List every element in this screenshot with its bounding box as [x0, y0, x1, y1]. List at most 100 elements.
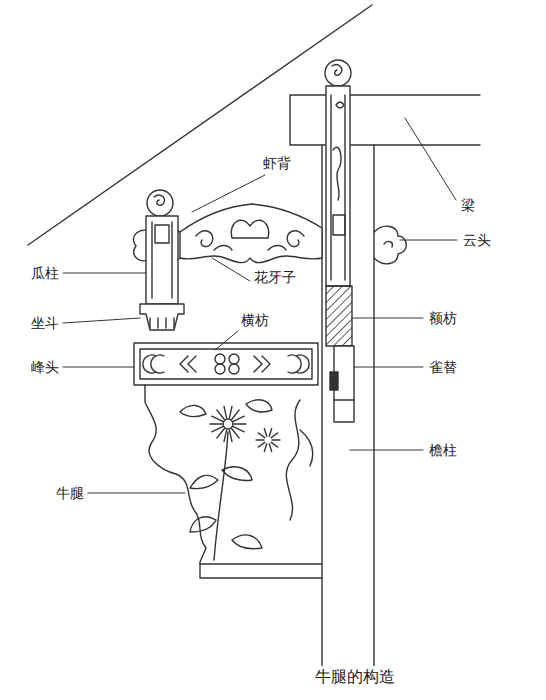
part-label: 峰头 [30, 357, 60, 377]
ox-leg [145, 385, 322, 578]
part-label: 瓜柱 [30, 263, 60, 283]
lintel [326, 286, 352, 346]
flower-tooth [214, 246, 286, 251]
leader-line [63, 367, 134, 368]
melon-post [146, 216, 178, 304]
flower-carving [210, 406, 280, 451]
flower-petal [258, 442, 264, 447]
cross-tie [143, 355, 164, 373]
leader-line [212, 258, 250, 281]
leader-line [354, 367, 423, 368]
flower-petal [271, 442, 277, 447]
flower-center [223, 419, 233, 429]
flower-tooth [180, 204, 322, 263]
flower-petal [233, 416, 244, 421]
ox-leg [180, 400, 272, 417]
figure-caption: 牛腿的构造 [315, 666, 395, 688]
flower-petal [229, 406, 232, 418]
flower-petal [232, 429, 239, 438]
part-label: 花牙子 [253, 267, 297, 287]
flower-petal [217, 410, 224, 419]
melon-post [152, 222, 172, 298]
cloud-head [384, 241, 392, 247]
sparrow-brace [334, 399, 354, 400]
cloud-head [374, 226, 406, 264]
flower-petal [258, 433, 264, 438]
sitting-block [140, 304, 184, 330]
right-post [331, 95, 345, 280]
cross-tie [288, 355, 309, 373]
melon-post [154, 195, 165, 205]
beam [290, 95, 480, 145]
right-post [325, 60, 351, 86]
cross-tie [134, 343, 318, 385]
leader-line [350, 450, 423, 451]
cross-tie [140, 349, 312, 379]
sparrow-brace [330, 346, 354, 422]
beam [290, 95, 480, 145]
eave-column [373, 145, 374, 672]
flower-petal [269, 429, 271, 437]
flower-petal [272, 439, 280, 440]
leader-line [63, 318, 140, 323]
flower-petal [256, 439, 264, 440]
lintel [326, 286, 352, 346]
ox-leg [190, 432, 252, 560]
ox-leg [145, 385, 322, 578]
part-label: 虾背 [262, 153, 292, 173]
leader-line [63, 273, 146, 274]
right-post [333, 147, 345, 235]
melon-post [146, 190, 178, 304]
roof-line [28, 5, 372, 245]
flower-petal [233, 427, 244, 432]
roof-line [28, 5, 372, 245]
part-label: 檐柱 [428, 440, 458, 460]
cross-tie [215, 364, 225, 374]
flower-petal [269, 444, 271, 452]
sitting-block [140, 304, 184, 330]
melon-post [147, 190, 173, 216]
flower-petal [232, 410, 239, 419]
flower-petal [210, 423, 222, 424]
cross-tie [134, 343, 318, 385]
ox-leg [200, 563, 322, 564]
ox-leg [286, 400, 312, 520]
part-label: 云头 [462, 230, 492, 250]
flower-petal [212, 416, 223, 421]
part-label: 横枋 [240, 310, 270, 330]
flower-petal [264, 444, 266, 452]
flower-tooth [180, 204, 322, 263]
flower-tooth [231, 220, 268, 238]
sparrow-brace [330, 372, 338, 390]
leader-line [352, 318, 423, 319]
leader-line [215, 331, 238, 350]
flower-petal [271, 433, 277, 438]
cross-tie [215, 354, 225, 364]
leader-line [88, 493, 185, 494]
right-post [326, 86, 350, 286]
sitting-block [150, 318, 174, 328]
flower-petal [229, 430, 232, 442]
flower-petal [224, 430, 227, 442]
leader-line [405, 118, 456, 200]
flower-petal [264, 429, 266, 437]
cross-tie [229, 354, 239, 364]
flower-tooth [287, 231, 304, 247]
flower-petal [234, 423, 246, 424]
ox-leg [190, 517, 262, 549]
flower-tooth [196, 231, 213, 247]
right-post [336, 102, 344, 108]
part-label: 梁 [460, 195, 476, 215]
part-label: 雀替 [428, 357, 458, 377]
flower-petal [212, 427, 223, 432]
part-label: 额枋 [428, 308, 458, 328]
part-label: 坐斗 [30, 313, 60, 333]
leader-line [63, 118, 457, 493]
right-post [332, 65, 342, 76]
leader-line [400, 240, 457, 241]
leader-line [192, 175, 265, 212]
flower-petal [224, 406, 227, 418]
right-post [325, 60, 351, 286]
